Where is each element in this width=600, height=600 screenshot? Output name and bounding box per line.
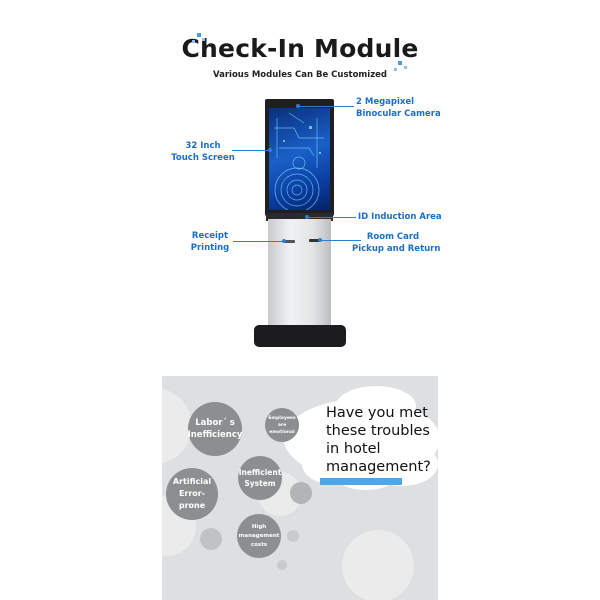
decor-square xyxy=(394,68,397,71)
small-dot xyxy=(200,528,222,550)
decor-square xyxy=(202,38,205,41)
decor-square xyxy=(192,40,195,43)
id-pointer-line xyxy=(308,217,356,218)
small-dot xyxy=(290,482,312,504)
room-card-pointer-dot xyxy=(318,238,322,242)
troubles-panel xyxy=(162,376,438,600)
decor-square xyxy=(404,66,407,69)
camera-label: 2 Megapixel Binocular Camera xyxy=(356,97,441,119)
camera-pointer-dot xyxy=(296,104,300,108)
bubble-high-management-costs: High management costs xyxy=(237,514,281,558)
bubble-employees-emotional: Employees are emotional xyxy=(265,408,299,442)
room-card-pointer-line xyxy=(321,240,361,241)
troubles-question: Have you met these troubles in hotel man… xyxy=(326,405,431,475)
touch-screen-pointer-line xyxy=(232,150,270,151)
page-title: Check-In Module xyxy=(181,34,419,63)
kiosk-base xyxy=(254,325,346,347)
receipt-label: Receipt Printing xyxy=(190,231,230,253)
decor-square xyxy=(197,33,201,37)
thought-cloud xyxy=(284,386,438,490)
touch-screen-pointer-dot xyxy=(268,148,272,152)
background-circles xyxy=(162,388,414,600)
card-slot xyxy=(309,239,321,242)
kiosk-illustration xyxy=(254,99,346,347)
id-pointer-dot xyxy=(305,215,309,219)
room-card-label: Room Card Pickup and Return xyxy=(352,232,441,254)
bubble-labor-inefficiency: Labor´ s Inefficiency xyxy=(188,402,242,456)
kiosk-id-reader xyxy=(266,213,333,221)
small-dot xyxy=(287,530,299,542)
small-dot xyxy=(277,560,287,570)
touch-screen-label: 32 Inch Touch Screen xyxy=(171,141,235,163)
bubble-inefficient-system: Inefficient System xyxy=(238,456,282,500)
page-subtitle: Various Modules Can Be Customized xyxy=(212,70,387,80)
receipt-slot xyxy=(283,240,295,243)
bubble-artificial-error-prone: Artificial Error-prone xyxy=(166,468,218,520)
highlight-bar xyxy=(320,478,402,485)
kiosk-touch-screen xyxy=(269,108,330,210)
id-induction-label: ID Induction Area xyxy=(358,212,442,222)
receipt-pointer-line xyxy=(233,241,283,242)
kiosk-body xyxy=(268,219,331,334)
decor-square xyxy=(398,61,402,65)
receipt-pointer-dot xyxy=(282,239,286,243)
camera-pointer-line xyxy=(299,106,354,107)
